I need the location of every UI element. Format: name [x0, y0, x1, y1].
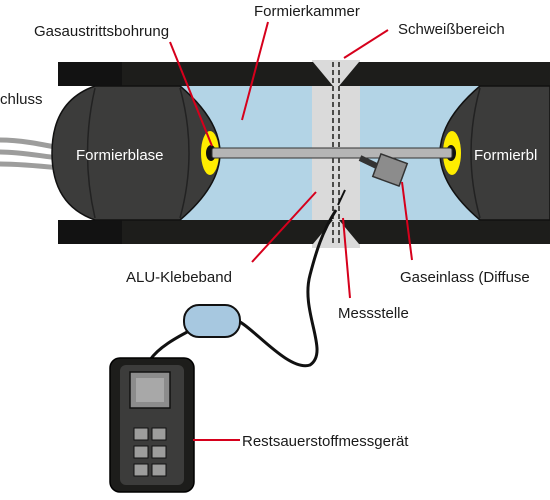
- formierblase-left: [51, 85, 221, 221]
- formierblase-right-seam: [470, 87, 481, 219]
- measuring-probe: [337, 189, 346, 206]
- formierblase-left-seam-2: [179, 87, 190, 219]
- label-schweissbereich: Schweißbereich: [398, 21, 505, 38]
- leader-gaseinlass: [401, 181, 413, 261]
- leader-gasaustrittsbohrung: [169, 41, 213, 147]
- device-key-5: [133, 463, 149, 477]
- device-key-4: [151, 445, 167, 459]
- device-display-screen: [136, 378, 164, 402]
- pipe-wall-top: [58, 62, 550, 86]
- pipe-wall-bottom-dark: [58, 220, 122, 244]
- measurement-cable: [239, 209, 338, 368]
- formierblase-left-seam-1: [86, 87, 96, 219]
- leader-messstelle: [342, 217, 351, 299]
- label-formierblase-right: Formierbl: [474, 147, 537, 164]
- label-formierkammer: Formierkammer: [254, 3, 360, 20]
- label-formierblase-left: Formierblase: [76, 147, 164, 164]
- gas-hose-2: [0, 149, 61, 161]
- pipe-wall-bottom: [58, 220, 550, 244]
- label-messstelle: Messstelle: [338, 305, 409, 322]
- leader-alu-klebeband: [251, 191, 317, 263]
- label-restsauerstoffmessgeraet: Restsauerstoffmessgerät: [242, 433, 409, 450]
- label-alu-klebeband: ALU-Klebeband: [126, 269, 232, 286]
- connecting-rod: [211, 147, 453, 159]
- leader-schweissbereich: [343, 29, 389, 59]
- device-key-6: [151, 463, 167, 477]
- leader-formierkammer: [241, 21, 269, 121]
- label-gaseinlass: Gaseinlass (Diffuse: [400, 269, 530, 286]
- weld-groove-bottom: [313, 220, 359, 244]
- gas-hose-1: [0, 137, 61, 151]
- device-key-1: [133, 427, 149, 441]
- weld-groove-top: [313, 62, 359, 86]
- gas-hose-3: [0, 161, 61, 171]
- gas-inlet-diffuser: [371, 152, 409, 188]
- pipe-wall-top-dark: [58, 62, 122, 86]
- device-key-2: [151, 427, 167, 441]
- label-gasaustrittsbohrung: Gasaustrittsbohrung: [34, 23, 169, 40]
- device-key-3: [133, 445, 149, 459]
- label-anschluss: chluss: [0, 91, 43, 108]
- sensor-unit: [183, 304, 241, 338]
